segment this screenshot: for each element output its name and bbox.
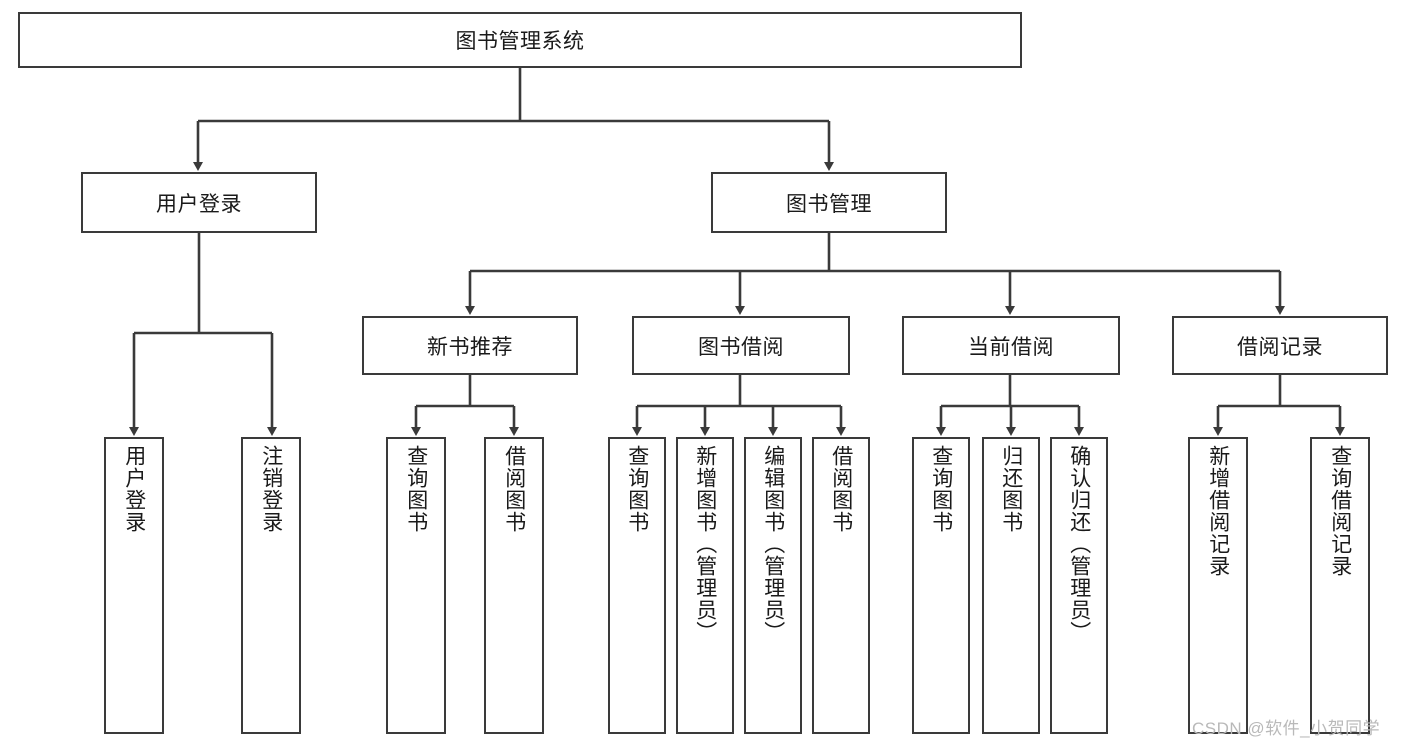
node-borrow-records[interactable]: 借阅记录 — [1172, 316, 1388, 375]
node-user-login-label: 用户登录 — [156, 192, 242, 216]
node-user-login[interactable]: 用户登录 — [81, 172, 317, 233]
node-borrow-records-label: 借阅记录 — [1237, 335, 1323, 359]
node-book-borrow[interactable]: 图书借阅 — [632, 316, 850, 375]
leaf-label: 编辑图书（管理员） — [761, 445, 785, 643]
leaf-label: 查询图书 — [404, 445, 428, 533]
leaf-borrow-book[interactable]: 借阅图书 — [812, 437, 870, 734]
node-root[interactable]: 图书管理系统 — [18, 12, 1022, 68]
node-book-borrow-label: 图书借阅 — [698, 335, 784, 359]
leaf-query-books-new[interactable]: 查询图书 — [386, 437, 446, 734]
node-new-book-recommend-label: 新书推荐 — [427, 335, 513, 359]
leaf-confirm-return-admin[interactable]: 确认归还（管理员） — [1050, 437, 1108, 734]
leaf-return-book[interactable]: 归还图书 — [982, 437, 1040, 734]
leaf-query-books-current[interactable]: 查询图书 — [912, 437, 970, 734]
node-new-book-recommend[interactable]: 新书推荐 — [362, 316, 578, 375]
watermark: CSDN @软件_小贺同学 — [1192, 719, 1381, 738]
leaf-query-borrow-record[interactable]: 查询借阅记录 — [1310, 437, 1370, 734]
node-root-label: 图书管理系统 — [455, 30, 585, 53]
leaf-label: 注销登录 — [259, 445, 283, 533]
node-book-management-label: 图书管理 — [786, 192, 872, 216]
leaf-label: 借阅图书 — [829, 445, 853, 533]
leaf-query-books-borrow[interactable]: 查询图书 — [608, 437, 666, 734]
leaf-label: 用户登录 — [122, 445, 146, 533]
leaf-label: 新增借阅记录 — [1206, 445, 1230, 577]
leaf-label: 新增图书（管理员） — [693, 445, 717, 643]
leaf-borrow-books-new[interactable]: 借阅图书 — [484, 437, 544, 734]
node-current-borrow[interactable]: 当前借阅 — [902, 316, 1120, 375]
leaf-label: 确认归还（管理员） — [1067, 445, 1091, 643]
leaf-add-borrow-record[interactable]: 新增借阅记录 — [1188, 437, 1248, 734]
leaf-label: 借阅图书 — [502, 445, 526, 533]
leaf-add-book-admin[interactable]: 新增图书（管理员） — [676, 437, 734, 734]
leaf-user-login[interactable]: 用户登录 — [104, 437, 164, 734]
leaf-label: 查询图书 — [625, 445, 649, 533]
leaf-label: 查询借阅记录 — [1328, 445, 1352, 577]
leaf-logout[interactable]: 注销登录 — [241, 437, 301, 734]
leaf-label: 归还图书 — [999, 445, 1023, 533]
node-book-management[interactable]: 图书管理 — [711, 172, 947, 233]
leaf-label: 查询图书 — [929, 445, 953, 533]
leaf-edit-book-admin[interactable]: 编辑图书（管理员） — [744, 437, 802, 734]
node-current-borrow-label: 当前借阅 — [968, 335, 1054, 359]
